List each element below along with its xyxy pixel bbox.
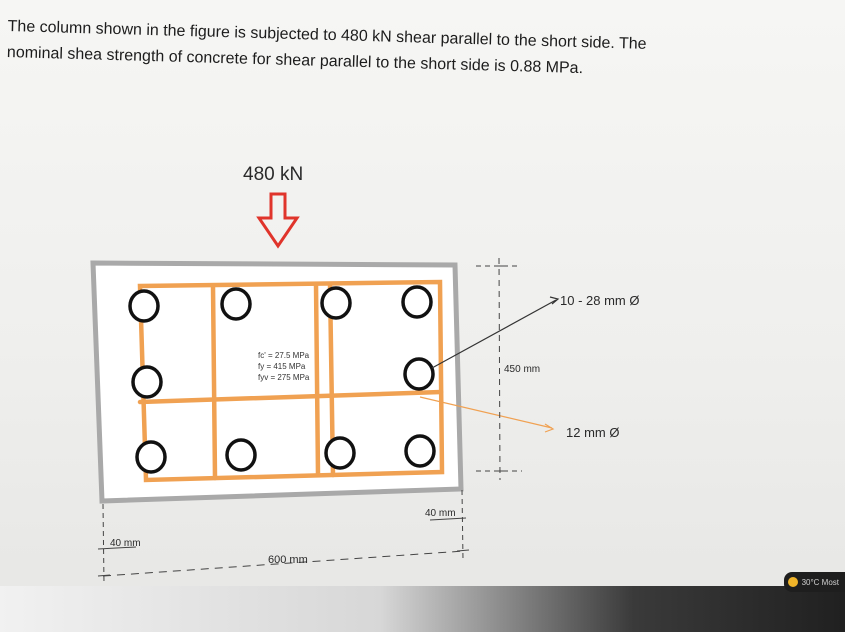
load-label: 480 kN <box>243 164 303 185</box>
arrow-icon <box>549 296 560 305</box>
bar <box>128 289 160 323</box>
cover-left-label: 40 mm <box>110 538 141 549</box>
cover-right-label: 40 mm <box>425 508 456 519</box>
taskbar <box>0 586 845 632</box>
cross-tie-horizontal <box>137 389 444 405</box>
bar <box>135 440 167 474</box>
bar <box>131 365 163 399</box>
property-fc: fc' = 27.5 MPa <box>258 351 310 360</box>
bar <box>324 436 356 470</box>
cross-tie-vertical-left <box>210 283 218 481</box>
bar <box>404 434 436 468</box>
weather-widget[interactable]: 30°C Most <box>783 572 845 592</box>
weather-sun-icon <box>787 577 798 587</box>
tie-group <box>137 279 445 483</box>
tie-leader <box>419 396 553 429</box>
ties-label: 12 mm Ø <box>566 425 619 440</box>
weather-text: 30°C Most <box>801 577 839 587</box>
main-bar-leader <box>431 299 557 369</box>
width-label: 600 mm <box>268 554 308 566</box>
width-dimension <box>97 489 470 585</box>
bar <box>225 438 257 472</box>
load-arrow-icon <box>256 192 300 249</box>
main-bars <box>128 285 436 474</box>
arrow-icon <box>544 423 555 433</box>
column-outline <box>90 260 464 504</box>
main-bars-label: 10 - 28 mm Ø <box>560 293 639 308</box>
height-dimension <box>476 257 522 481</box>
property-fyv: fyv = 275 MPa <box>258 373 310 382</box>
bar <box>403 357 435 391</box>
bar <box>320 286 352 320</box>
cross-tie-vertical-mid <box>313 281 321 478</box>
property-fy: fy = 415 MPa <box>258 362 306 371</box>
height-label: 450 mm <box>504 364 540 375</box>
bar <box>401 285 433 319</box>
outer-tie <box>137 279 445 483</box>
bar <box>220 287 252 321</box>
